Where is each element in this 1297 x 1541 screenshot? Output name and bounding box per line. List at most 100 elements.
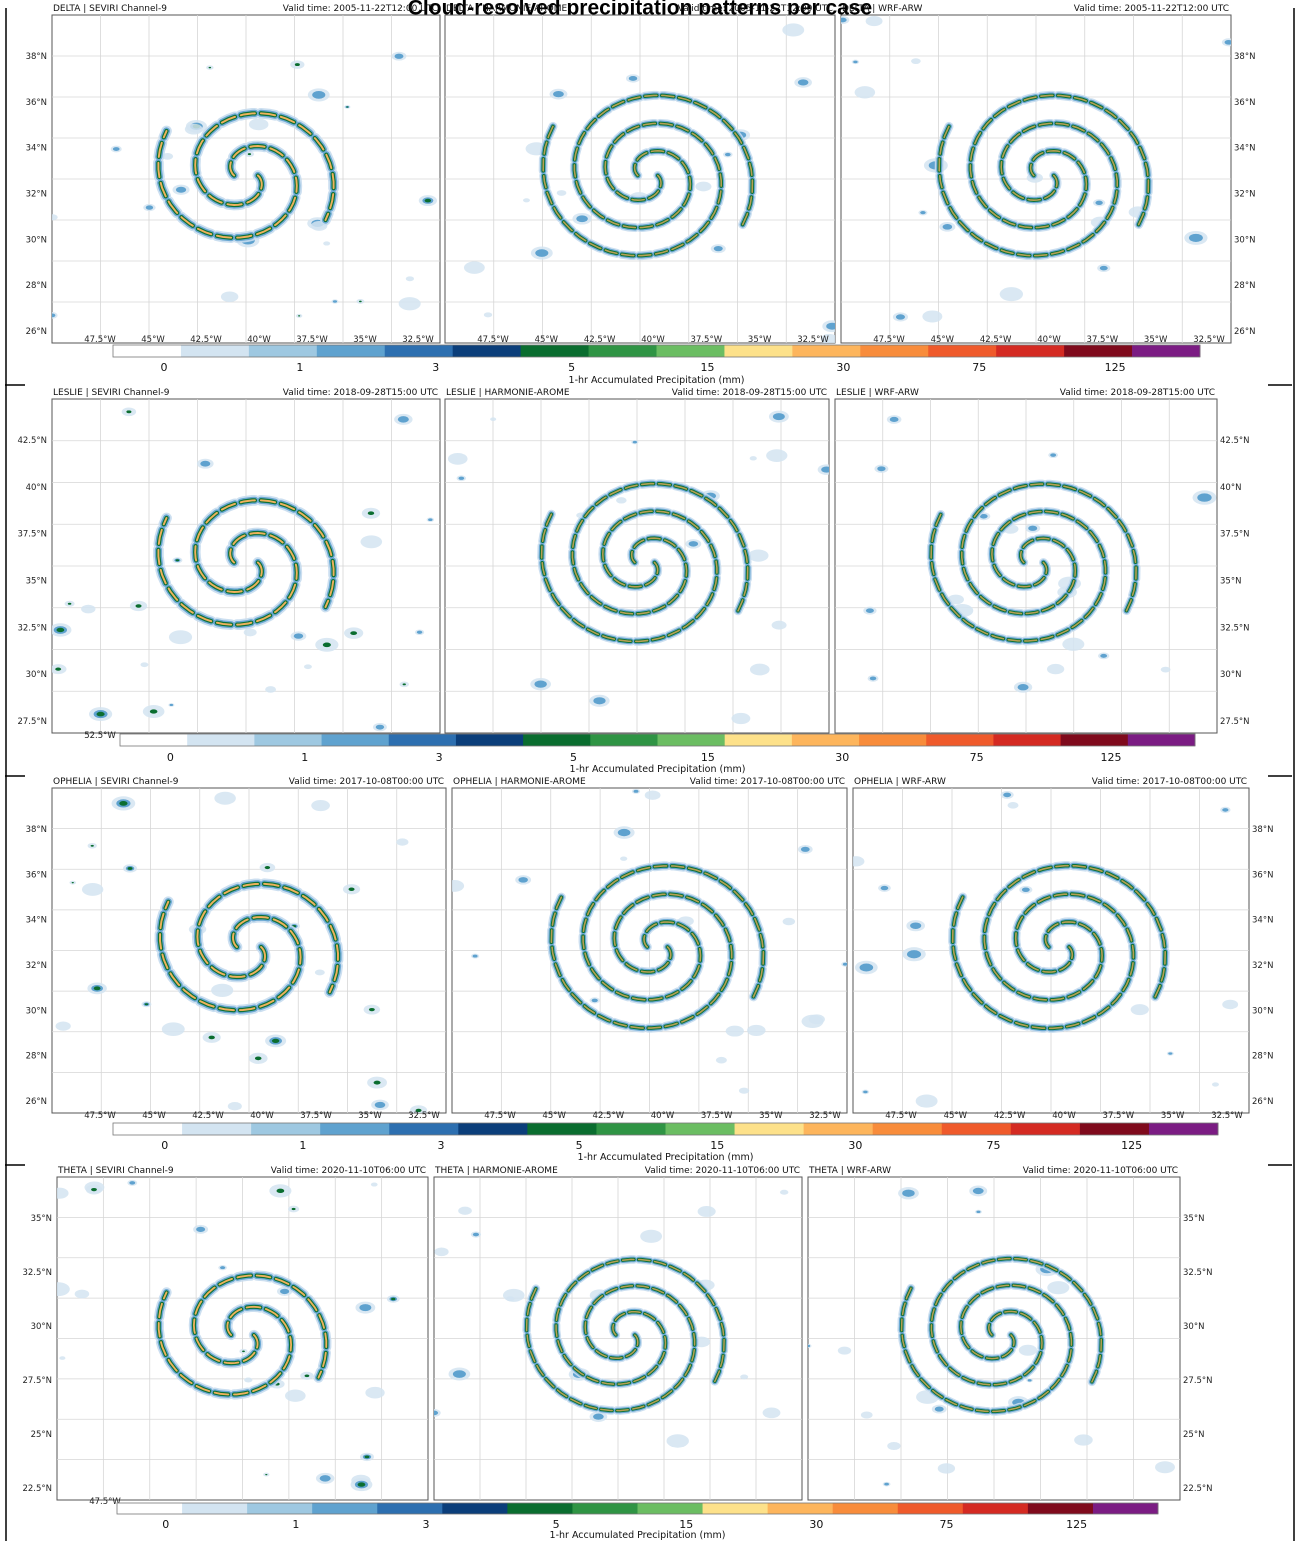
colorbar-tick-label: 30 (809, 1518, 823, 1531)
rain-cell-heavy (276, 1188, 285, 1194)
lat-tick-label: 28°N (26, 281, 47, 291)
colorbar-bin (455, 734, 524, 746)
rain-cell (1062, 637, 1085, 651)
colorbar-tick-label: 30 (836, 361, 850, 374)
rain-cell (749, 456, 757, 461)
rain-cell (837, 1346, 852, 1355)
rain-cell (184, 123, 203, 135)
rain-cell (715, 1056, 727, 1064)
colorbar-tick-label: 75 (970, 751, 984, 764)
rain-cell-core (863, 1090, 868, 1094)
lon-tick-label: 47.5°W (885, 1111, 917, 1121)
rain-cell-core (617, 828, 631, 837)
rain-cell-core (826, 322, 835, 330)
rain-cell (695, 181, 712, 192)
lat-tick-label: 36°N (26, 98, 47, 108)
rain-cell-core (576, 215, 588, 223)
rain-cell-core (452, 1370, 466, 1378)
lon-tick-label: 47.5°W (89, 1497, 121, 1507)
lon-tick-label: 40°W (247, 335, 271, 345)
rain-cell (740, 1374, 749, 1380)
lon-tick-label: 42.5°W (980, 335, 1012, 345)
colorbar-frame (119, 733, 1196, 747)
rain-cell-heavy (415, 1108, 422, 1113)
rain-band (196, 882, 339, 994)
lon-tick-label: 40°W (641, 335, 665, 345)
colorbar-tick-label: 0 (162, 1518, 169, 1531)
colorbar-tick-label: 75 (972, 361, 986, 374)
lat-tick-label: 38°N (1252, 825, 1273, 835)
rain-cell-core (200, 460, 211, 467)
lat-tick-label: 25°N (1183, 1430, 1204, 1440)
colorbar-bin (182, 1123, 252, 1135)
rain-cell-heavy (348, 887, 355, 891)
rain-cell-core (535, 249, 549, 257)
colorbar-bin (803, 1123, 874, 1135)
lat-tick-label: 30°N (1252, 1006, 1273, 1016)
rain-band (159, 900, 302, 1012)
lat-tick-label: 27.5°N (1220, 717, 1250, 727)
colorbar-bin (523, 734, 591, 746)
panel-title: OPHELIA | SEVIRI Channel-9 (53, 777, 179, 787)
rain-cell (398, 297, 421, 311)
lon-tick-label: 42.5°W (190, 335, 222, 345)
colorbar-tick-label: 1 (301, 751, 308, 764)
rain-cell-core (628, 75, 638, 81)
rain-cell-heavy (91, 1187, 97, 1192)
rain-cell (243, 628, 257, 637)
rain-cell-core (1168, 1052, 1173, 1055)
lat-tick-label: 35°N (26, 577, 47, 587)
colorbar-bin (962, 1503, 1029, 1514)
lat-tick-label: 28°N (1234, 281, 1255, 291)
rain-cell (311, 799, 330, 812)
colorbar-bin (527, 1123, 597, 1135)
lat-tick-label: 32.5°N (1183, 1268, 1213, 1278)
rain-band (525, 1285, 696, 1412)
lon-tick-label: 32.5°W (408, 1111, 440, 1121)
panel-valid-time: Valid time: 2018-09-28T15:00 UTC (283, 388, 438, 398)
rain-cell (747, 1024, 766, 1036)
colorbar-bin (926, 734, 994, 746)
colorbar-bin (321, 734, 390, 746)
colorbar-bin (872, 1123, 943, 1135)
lon-tick-label: 35°W (358, 1111, 382, 1121)
rain-cell (1130, 1004, 1149, 1016)
rain-cell (314, 969, 325, 976)
panel-title: OPHELIA | HARMONIE-AROME (453, 777, 586, 787)
rain-cell-core (1095, 200, 1103, 205)
panel-title: DELTA | HARMONIE-AROME (446, 4, 568, 14)
lat-tick-label: 35°N (1220, 577, 1241, 587)
rain-cell-core (553, 91, 564, 98)
lon-tick-label: 42.5°W (994, 1111, 1026, 1121)
colorbar-bin (377, 1503, 443, 1514)
colorbar-bin (657, 734, 726, 746)
panel-title: THETA | HARMONIE-AROME (434, 1166, 558, 1176)
lat-tick-label: 34°N (1234, 144, 1255, 154)
panel-title: DELTA | WRF-ARW (842, 4, 923, 14)
rain-cell (323, 241, 331, 246)
rain-cell-core (934, 1406, 944, 1412)
rain-cell (749, 663, 770, 676)
lat-tick-label: 40°N (26, 483, 47, 493)
rain-cell-core (593, 697, 606, 705)
rain-cell-core (1099, 265, 1108, 271)
colorbar-bin (928, 345, 997, 357)
colorbar-bin (507, 1503, 573, 1514)
colorbar-bin (520, 345, 589, 357)
colorbar-bin (734, 1123, 805, 1135)
colorbar-bin (588, 345, 657, 357)
rain-band (930, 510, 1107, 642)
panel-title: LESLIE | WRF-ARW (836, 388, 919, 398)
rain-cell (1211, 1082, 1219, 1087)
rain-band (157, 1291, 293, 1396)
rain-cell-heavy (373, 1080, 381, 1085)
colorbar-bin (248, 345, 318, 357)
rain-cell-heavy (93, 986, 101, 991)
rain-cell-core (293, 633, 304, 639)
rain-cell-core (859, 963, 874, 972)
lat-tick-label: 22.5°N (1183, 1484, 1213, 1494)
rain-band (573, 94, 754, 229)
